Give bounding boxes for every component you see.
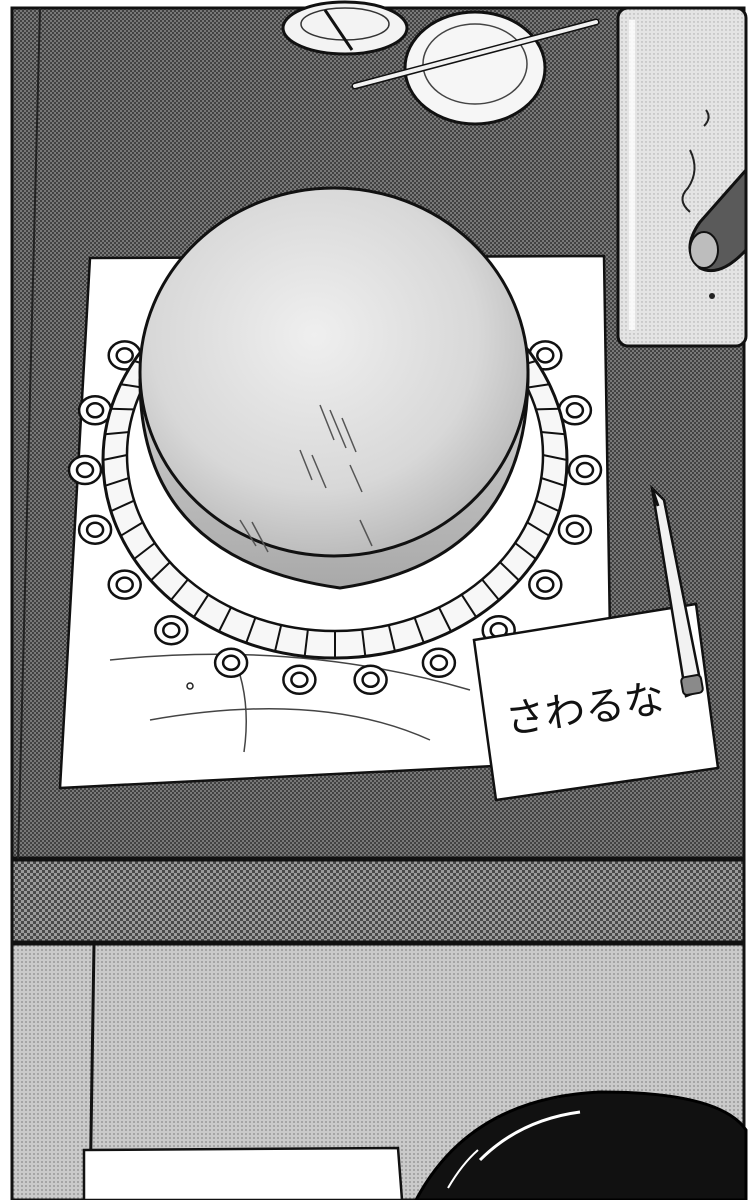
stand-slat bbox=[438, 606, 452, 632]
panel-2 bbox=[10, 942, 748, 1200]
doily-scallop-hole bbox=[565, 521, 585, 538]
stand-slat bbox=[110, 499, 135, 513]
pencil bbox=[650, 484, 704, 698]
stand-slat bbox=[110, 407, 135, 411]
stand-slat bbox=[526, 521, 550, 537]
stand-slat bbox=[499, 561, 520, 582]
stand-slat bbox=[387, 624, 396, 652]
doily-scallop-hole bbox=[115, 576, 134, 593]
doily-scallop-hole bbox=[429, 654, 449, 672]
character-head bbox=[414, 1090, 748, 1200]
wall-paper-sheet bbox=[82, 1146, 404, 1200]
stand-slat bbox=[481, 578, 500, 601]
stand-slat bbox=[413, 617, 425, 644]
doily-scallop-hole bbox=[221, 654, 241, 672]
stand-slat bbox=[361, 629, 367, 657]
stand-slat bbox=[274, 624, 283, 652]
doily-scallop-hole bbox=[75, 461, 95, 479]
stand-slat bbox=[460, 594, 478, 618]
hand-finger bbox=[688, 166, 748, 273]
saucer-right bbox=[403, 10, 547, 126]
stand-slat bbox=[303, 629, 309, 657]
cake bbox=[138, 186, 530, 590]
stand-slat bbox=[514, 542, 537, 560]
stand-slat bbox=[104, 431, 129, 436]
stand-slat bbox=[133, 542, 156, 560]
stand-slat bbox=[535, 407, 560, 411]
stand-slat bbox=[104, 477, 130, 487]
doily-scallop-hole bbox=[536, 347, 555, 364]
stand-slat bbox=[541, 431, 566, 436]
stand-slat bbox=[535, 499, 560, 513]
panel-gutter-tone bbox=[10, 858, 746, 944]
doily-scallop-hole bbox=[536, 576, 555, 593]
doily-scallop-hole bbox=[361, 671, 380, 689]
doily-scallop-hole bbox=[565, 402, 585, 419]
doily-scallop-hole bbox=[85, 402, 105, 419]
doily-scallop-hole bbox=[575, 461, 595, 479]
stand-slat bbox=[102, 454, 128, 461]
panel-1: さわるな bbox=[10, 0, 748, 861]
glass-container bbox=[616, 6, 748, 348]
stand-slat bbox=[218, 606, 232, 632]
doily-scallop-hole bbox=[162, 621, 181, 639]
stand-slat bbox=[150, 561, 171, 582]
stand-slat bbox=[540, 477, 566, 487]
doily-scallop-hole bbox=[85, 521, 105, 538]
stand-slat bbox=[120, 521, 144, 537]
stand-slat bbox=[542, 454, 568, 461]
saucer-left bbox=[281, 0, 409, 56]
cake-texture bbox=[239, 404, 373, 553]
stand-slat bbox=[170, 578, 189, 601]
stand-slat bbox=[245, 617, 257, 644]
stand-slat bbox=[527, 383, 550, 389]
stand-slat bbox=[192, 594, 210, 618]
note-card: さわるな bbox=[472, 602, 720, 802]
doily-scallop-hole bbox=[290, 671, 309, 689]
doily-scallop-hole bbox=[115, 347, 134, 364]
chopstick bbox=[351, 18, 600, 90]
table-edge bbox=[17, 7, 41, 861]
